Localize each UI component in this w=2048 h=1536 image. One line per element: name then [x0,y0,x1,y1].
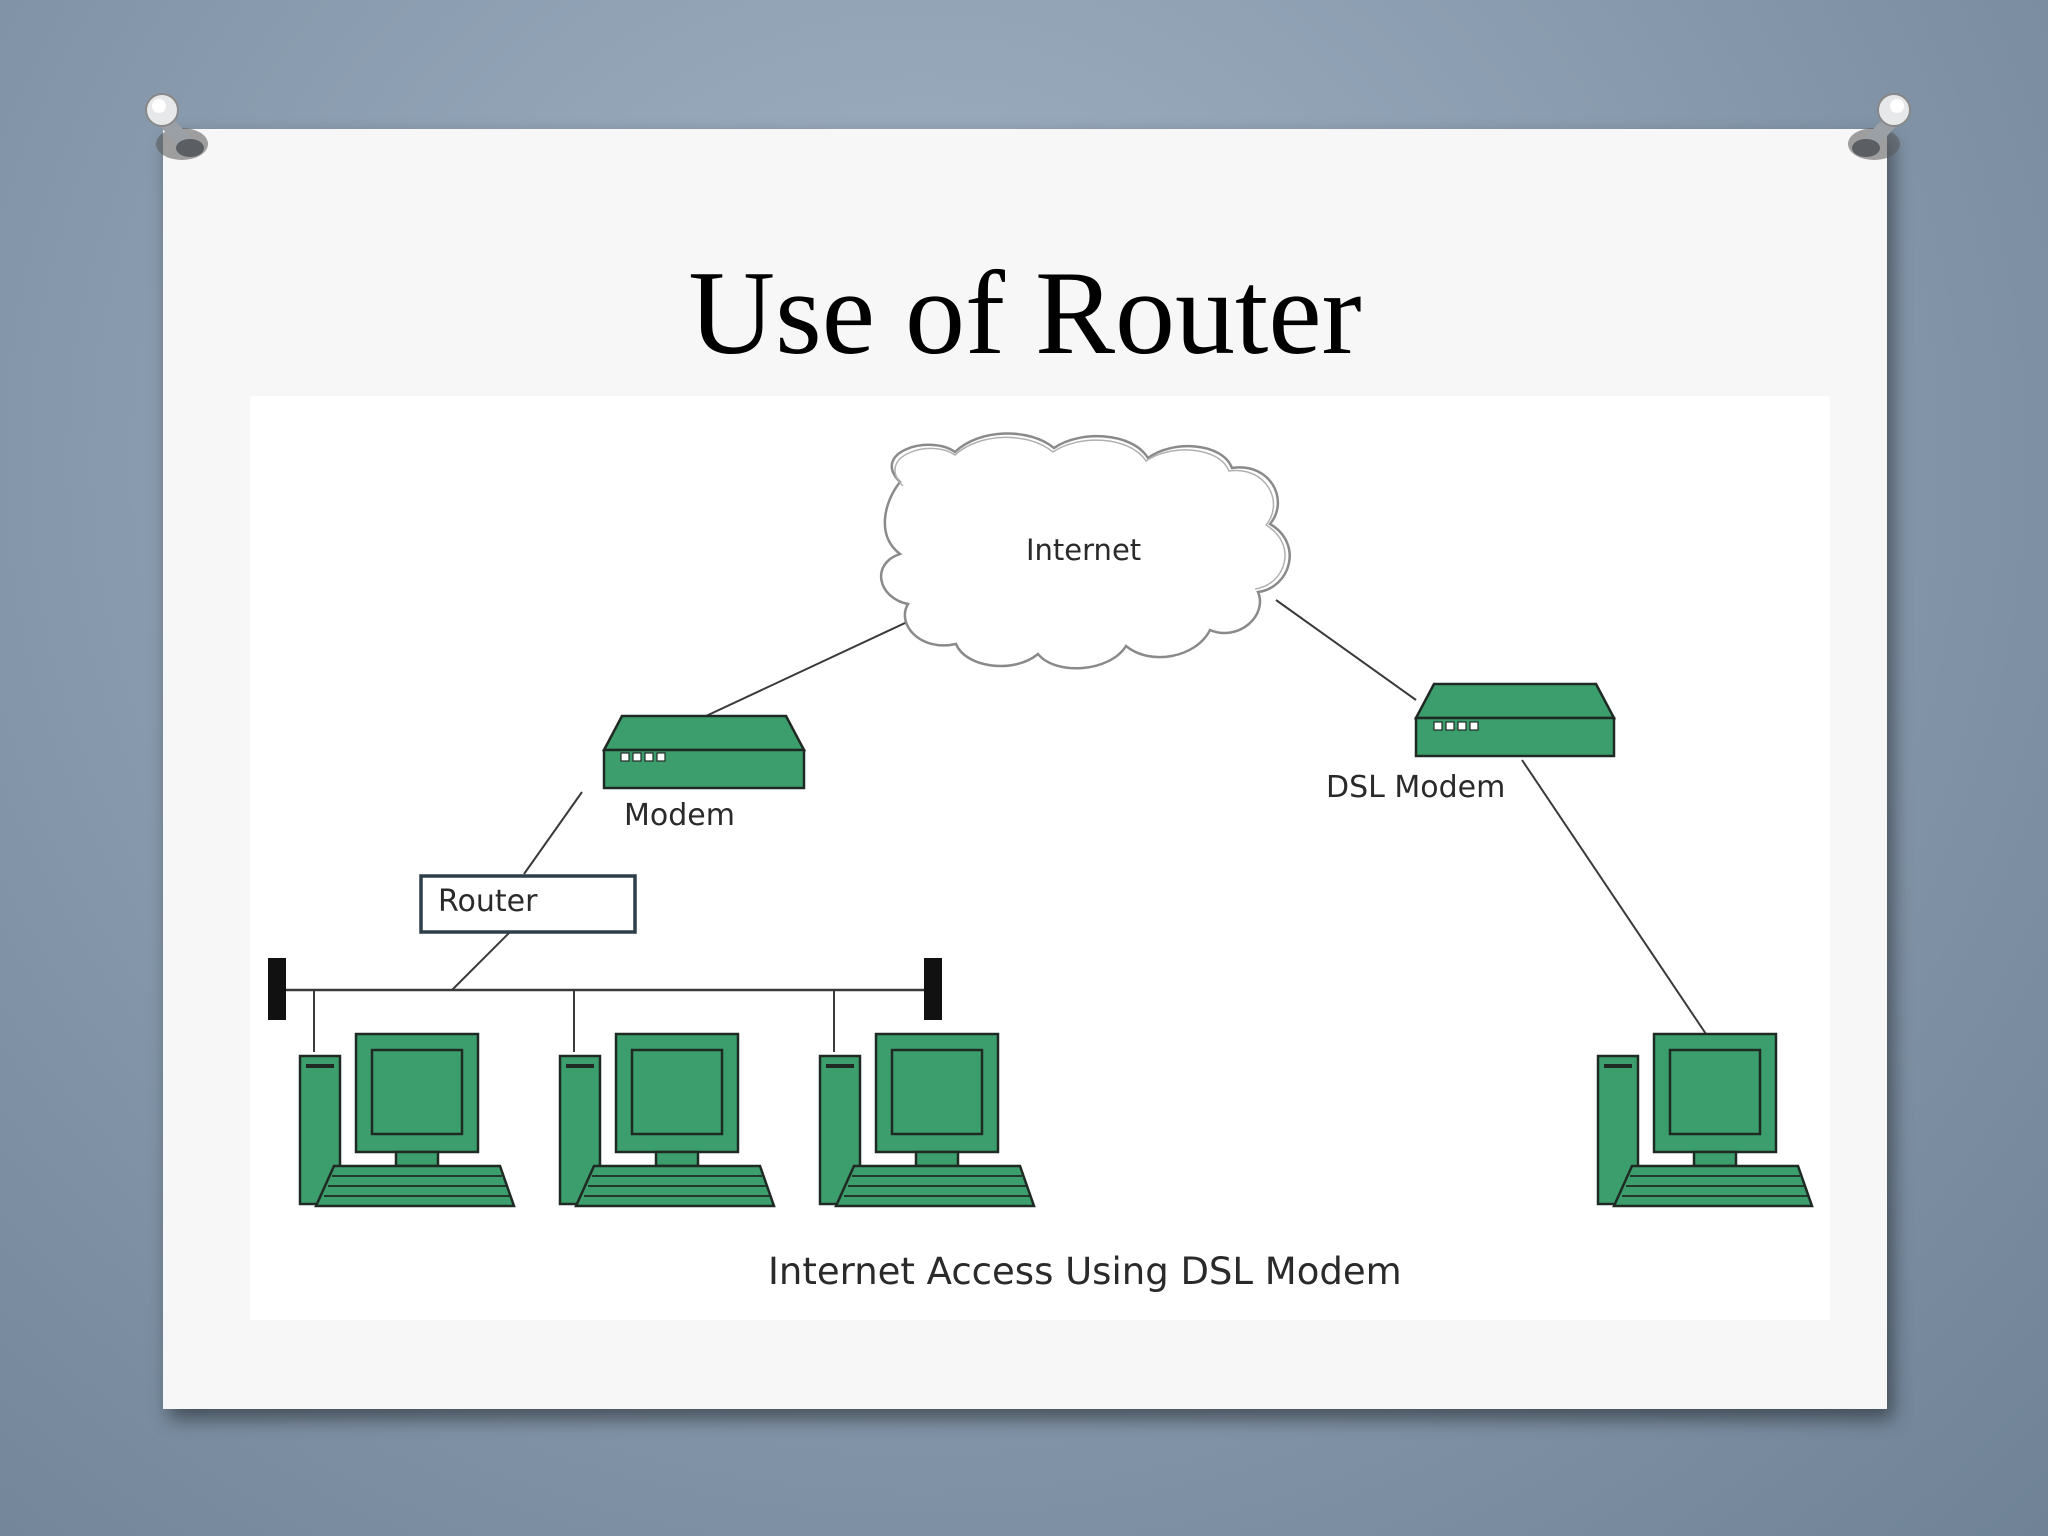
pushpin-right-icon [1848,93,1911,160]
dsl-modem-icon [1413,682,1617,758]
computer-icon [1596,1032,1814,1208]
diagram-caption: Internet Access Using DSL Modem [768,1250,1402,1293]
computer-icon [558,1032,776,1208]
computer-icon [298,1032,516,1208]
dsl-modem-label: DSL Modem [1326,770,1506,805]
router-box [419,874,637,934]
cloud-icon [879,432,1291,670]
pushpin-left-icon [145,93,208,160]
modem-icon [601,714,807,790]
connection-lines [284,599,1707,1052]
page-title: Use of Router [688,246,1362,379]
bus-terminator-left-icon [268,958,286,1020]
internet-label: Internet [1026,533,1142,567]
computer-icon [818,1032,1036,1208]
router-label: Router [438,884,538,919]
modem-label: Modem [624,798,735,833]
bus-terminator-right-icon [924,958,942,1020]
